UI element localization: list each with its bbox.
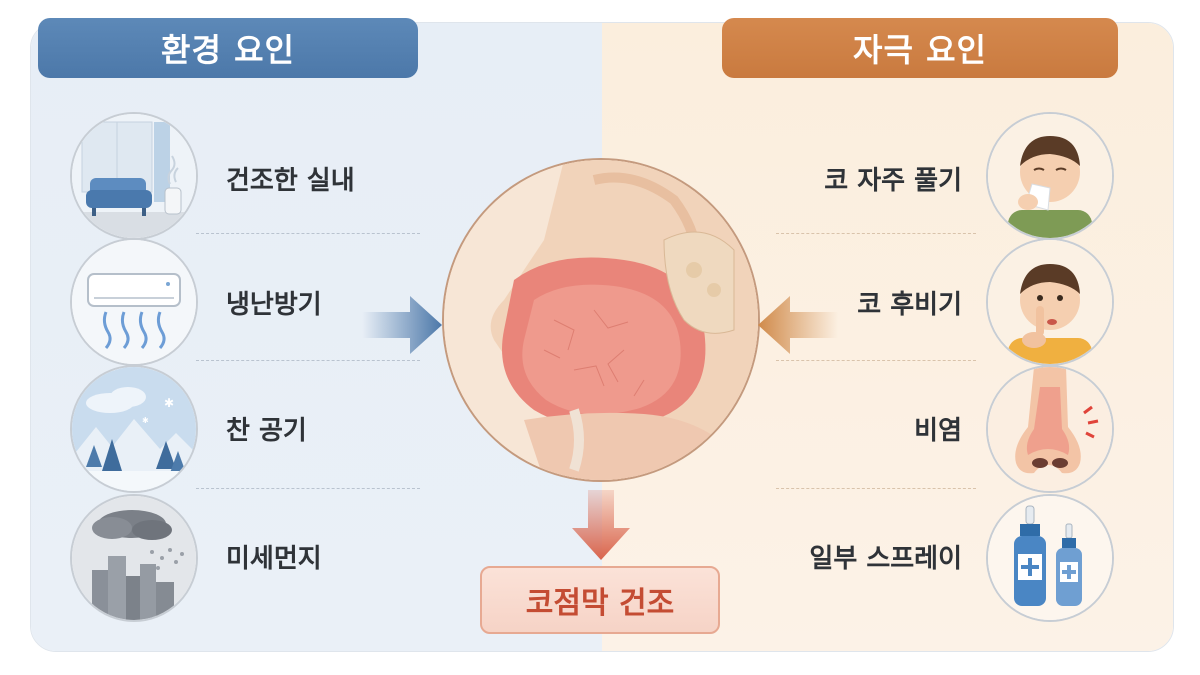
cold-air-label: 찬 공기 [226, 416, 307, 446]
air-conditioner-icon [70, 238, 198, 366]
heating-cooling-label: 냉난방기 [226, 290, 322, 320]
svg-text:✱: ✱ [164, 396, 174, 410]
fine-dust-label: 미세먼지 [226, 544, 322, 574]
nose-picking-boy-icon [986, 238, 1114, 366]
svg-text:✱: ✱ [142, 416, 149, 425]
arrow-right-icon [362, 296, 442, 354]
arrow-down-icon [572, 490, 630, 560]
divider [776, 360, 976, 361]
inflamed-nose-icon [986, 365, 1114, 493]
dry-indoor-label: 건조한 실내 [226, 166, 355, 196]
nasal-mucosa-dryness-result: 코점막 건조 [480, 566, 720, 634]
nasal-cavity-cross-section-icon [442, 158, 760, 482]
divider [196, 360, 420, 361]
nose-picking-label: 코 후비기 [857, 290, 962, 320]
environment-factors-header: 환경 요인 [38, 18, 418, 78]
divider [776, 488, 976, 489]
frequent-nose-blowing-label: 코 자주 풀기 [824, 166, 962, 196]
divider [196, 488, 420, 489]
divider [776, 233, 976, 234]
rhinitis-label: 비염 [914, 416, 962, 446]
living-room-icon [70, 112, 198, 240]
nose-blowing-boy-icon [986, 112, 1114, 240]
divider [196, 233, 420, 234]
arrow-left-icon [758, 296, 838, 354]
nasal-spray-icon [986, 494, 1114, 622]
some-sprays-label: 일부 스프레이 [809, 544, 962, 574]
fine-dust-city-icon [70, 494, 198, 622]
snowy-landscape-icon: ✱ ✱ [70, 365, 198, 493]
irritant-factors-header: 자극 요인 [722, 18, 1118, 78]
